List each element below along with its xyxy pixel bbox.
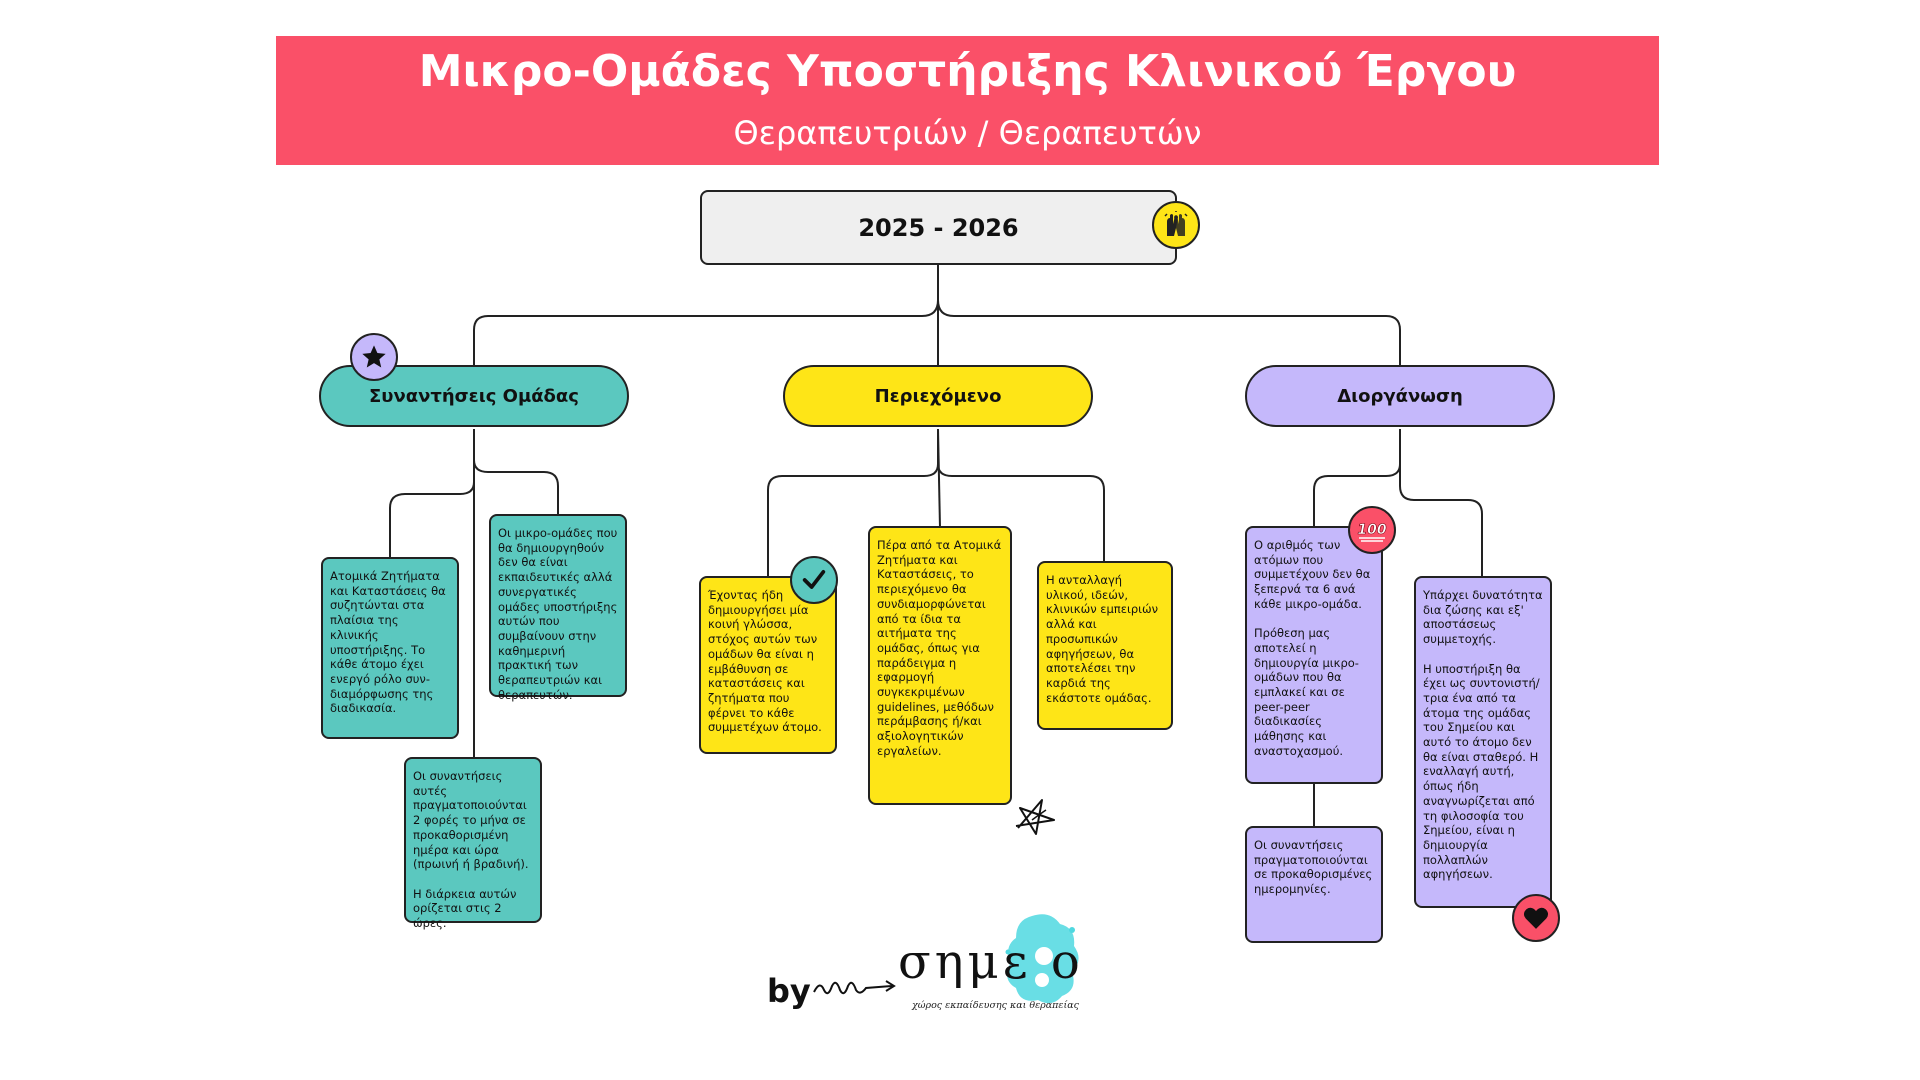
branch-content: Περιεχόμενο xyxy=(783,365,1093,427)
branch-label: Περιεχόμενο xyxy=(874,385,1002,407)
card-participants-number: Ο αριθμός των ατόμων που συμμετέχουν δεν… xyxy=(1245,526,1383,784)
root-year-node: 2025 - 2026 xyxy=(700,190,1177,265)
card-participation-modes: Υπάρχει δυνατότητα δια ζώσης και εξ' απο… xyxy=(1414,576,1552,908)
page-subtitle: Θεραπευτριών / Θεραπευτών xyxy=(733,114,1202,152)
heart-icon xyxy=(1512,894,1560,942)
byline-label: by xyxy=(767,972,811,1010)
scribbled-star-icon xyxy=(1015,799,1055,835)
squiggle-arrow-icon xyxy=(813,980,896,995)
svg-text:100: 100 xyxy=(1357,522,1386,538)
card-exchange-material: Η ανταλλαγή υλικού, ιδεών, κλινικών εμπε… xyxy=(1037,561,1173,730)
hundred-points-icon: 100 xyxy=(1348,506,1396,554)
branch-label: Συναντήσεις Ομάδας xyxy=(369,385,579,407)
card-micro-groups-nature: Οι μικρο-ομάδες που θα δημιουργηθούν δεν… xyxy=(489,514,627,702)
logo-paint-splash xyxy=(1005,914,1079,1004)
branch-label: Διοργάνωση xyxy=(1337,385,1463,407)
card-meeting-frequency: Οι συναντήσεις αυτές πραγματοποιούνται 2… xyxy=(404,757,542,930)
page-title: Μικρο-Ομάδες Υποστήριξης Κλινικού Έργου xyxy=(418,46,1517,97)
card-individual-issues: Ατομικά Ζητήματα και Καταστάσεις θα συζη… xyxy=(321,557,459,739)
raised-hands-icon xyxy=(1152,201,1200,249)
checkmark-icon xyxy=(790,556,838,604)
header-banner: Μικρο-Ομάδες Υποστήριξης Κλινικού Έργου … xyxy=(276,36,1659,165)
branch-organization: Διοργάνωση xyxy=(1245,365,1555,427)
card-predefined-dates: Οι συναντήσεις πραγματοποιούνται σε προκ… xyxy=(1245,826,1383,943)
star-icon xyxy=(350,333,398,381)
card-common-language: Έχοντας ήδη δημιουργήσει μία κοινή γλώσσ… xyxy=(699,576,837,754)
logo-tagline: χώρος εκπαίδευσης και θεραπείας xyxy=(912,1000,1079,1011)
card-content-codesign: Πέρα από τα Ατομικά Ζητήματα και Καταστά… xyxy=(868,526,1012,805)
root-year-label: 2025 - 2026 xyxy=(858,213,1019,242)
logo-wordmark: σημε ο xyxy=(898,934,1084,990)
